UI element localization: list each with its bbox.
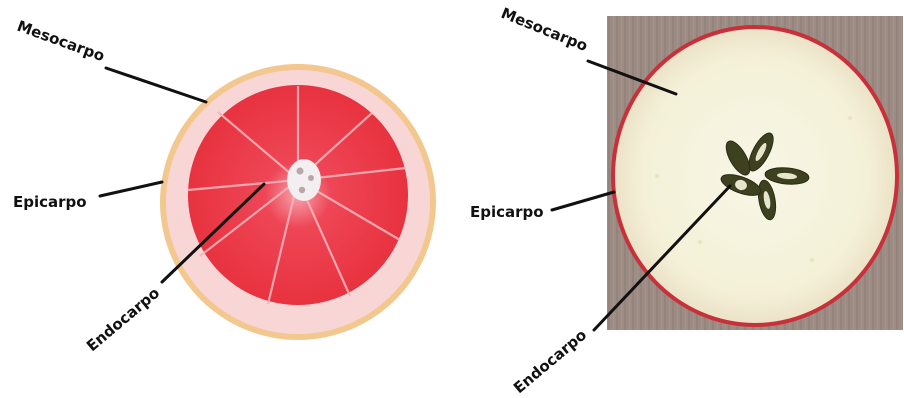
grapefruit-label-mesocarp-group: Mesocarpo: [15, 17, 206, 102]
grapefruit-label-epicarp: Epicarpo: [13, 193, 87, 211]
apple-illustration: [607, 16, 903, 330]
apple-label-epicarp-group: Epicarpo: [470, 192, 614, 221]
apple-label-mesocarp: Mesocarpo: [499, 4, 591, 55]
grapefruit-epicarp-leader: [100, 182, 162, 196]
apple-label-endocarp: Endocarpo: [510, 326, 590, 397]
grapefruit-illustration: [160, 64, 436, 340]
grapefruit-label-epicarp-group: Epicarpo: [13, 182, 162, 211]
grapefruit-label-endocarp: Endocarpo: [83, 284, 163, 355]
grapefruit-center-core: [287, 159, 321, 201]
grapefruit-mesocarp-leader: [106, 68, 206, 102]
apple-label-epicarp: Epicarpo: [470, 203, 544, 221]
grapefruit-label-mesocarp: Mesocarpo: [15, 17, 107, 65]
apple-epicarp-leader: [552, 192, 614, 210]
